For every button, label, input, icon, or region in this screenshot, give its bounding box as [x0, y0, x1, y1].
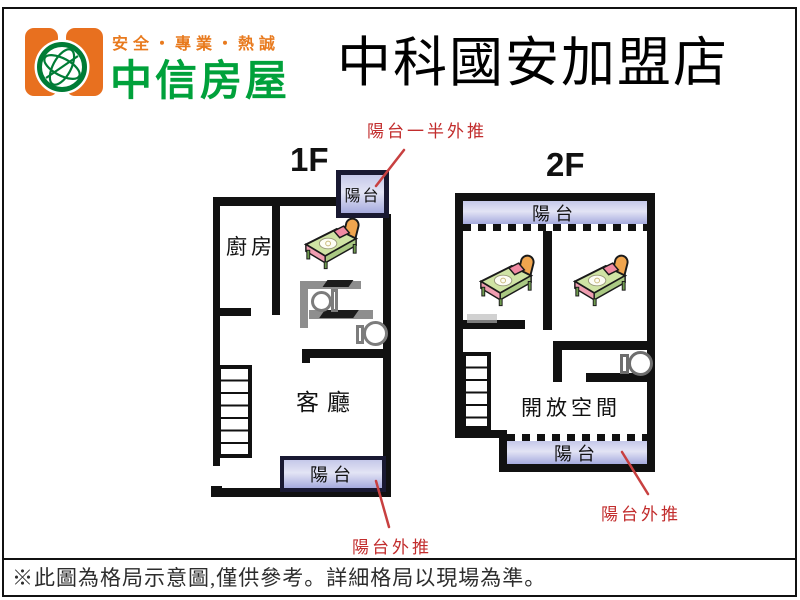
f2-right-bedroom-wall	[553, 341, 647, 350]
f2-wc-wall-bottom	[586, 373, 647, 382]
annotation-f1-balcony-bottom: 陽台外推	[352, 538, 432, 557]
f2-wall-top	[455, 193, 655, 201]
f1-toilet-icon	[356, 325, 364, 344]
page-border	[2, 7, 797, 597]
f2-step-wall	[499, 430, 507, 472]
footer-divider	[4, 558, 796, 560]
floor-1f-label: 1F	[290, 141, 329, 178]
brand-tagline: 安全・專業・熱誠	[112, 36, 281, 53]
f1-bath-wall-black	[302, 349, 390, 358]
f2-wall-bottom	[499, 464, 655, 472]
f2-wall-right	[647, 193, 655, 472]
watermark-mark	[467, 314, 497, 323]
brand-name: 中信房屋	[110, 57, 291, 104]
f2-wc-wall-left	[553, 341, 562, 382]
f2-stair-bottom-wall	[462, 430, 507, 438]
f2-balcony-bottom: 陽台	[507, 441, 647, 464]
floor-2f-label: 2F	[546, 146, 585, 183]
chinatrust-realty-logo-icon	[25, 28, 103, 96]
f2-balcony-bottom-label: 陽台	[554, 443, 600, 464]
f1-wall-bottom	[213, 488, 390, 497]
f2-bedroom-divider-wall	[543, 231, 552, 330]
f2-balcony-top-label: 陽台	[532, 203, 578, 224]
f1-sink-icon	[331, 289, 338, 312]
f1-balcony-bottom: 陽台	[280, 456, 386, 492]
bed-icon	[304, 217, 360, 270]
f1-wall-left	[213, 197, 220, 466]
bed-icon	[573, 254, 629, 307]
f2-toilet-icon	[628, 351, 653, 376]
f2-balcony-top-dashed-wall	[463, 224, 647, 231]
f1-balcony-bottom-label: 陽台	[310, 465, 356, 485]
f1-balcony-top: 陽台	[336, 170, 389, 218]
f2-open-space-label: 開放空間	[521, 396, 621, 420]
annotation-f1-balcony-top: 陽台一半外推	[367, 122, 487, 141]
f1-kitchen-wall-lower	[213, 308, 251, 316]
f1-toilet-icon	[363, 321, 388, 346]
f1-sink-icon	[311, 291, 332, 312]
store-title: 中科國安加盟店	[337, 33, 729, 93]
f1-living-room-label: 客廳	[296, 390, 358, 415]
f2-wall-left	[455, 193, 463, 438]
f2-left-bedroom-wall	[463, 320, 525, 329]
f2-stairs-icon	[462, 352, 491, 430]
f1-kitchen-label: 廚房	[226, 235, 276, 259]
watermark-mark	[322, 280, 354, 287]
f1-balcony-top-label: 陽台	[344, 188, 381, 205]
f2-balcony-top: 陽台	[463, 201, 647, 224]
f1-bath-wall-gray-left	[300, 281, 308, 328]
f2-toilet-icon	[620, 354, 629, 374]
f1-kitchen-wall	[272, 197, 280, 315]
annotation-f2-balcony-bottom: 陽台外推	[601, 505, 681, 524]
bed-icon	[479, 254, 535, 307]
disclaimer-text: ※此圖為格局示意圖,僅供參考。詳細格局以現場為準。	[12, 566, 547, 590]
f1-bath-wall-black-cap	[302, 349, 310, 363]
f1-stairs-icon	[217, 365, 252, 458]
f2-balcony-bottom-dashed-wall	[507, 434, 647, 441]
